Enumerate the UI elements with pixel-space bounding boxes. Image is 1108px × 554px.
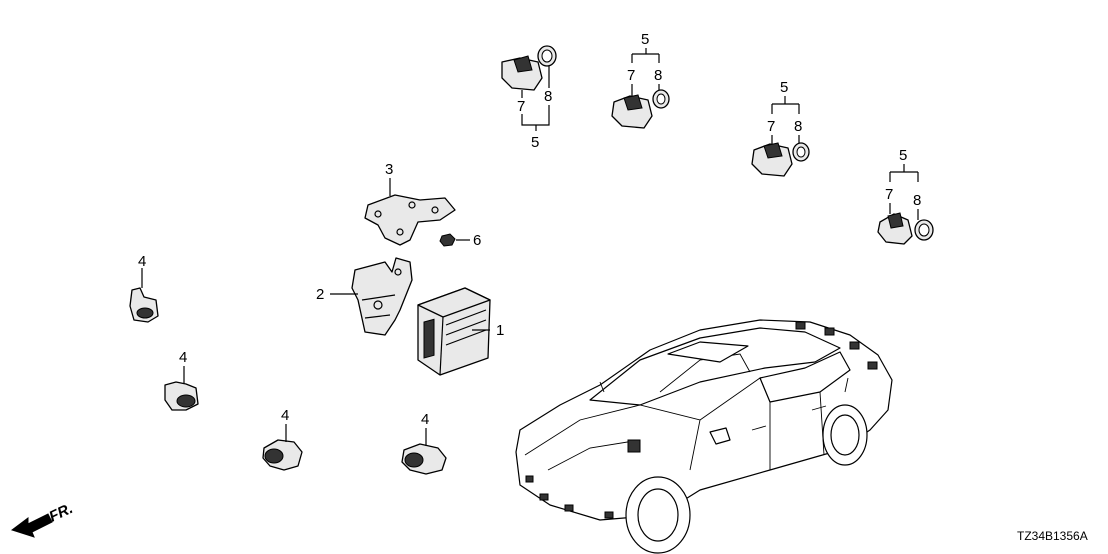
parking-sensor-1[interactable] — [129, 287, 159, 323]
callout-8-c-label: 8 — [794, 118, 802, 135]
callout-5-d-label: 5 — [899, 147, 907, 164]
callout-3: 3 — [385, 161, 393, 196]
callout-5-c-label: 5 — [780, 79, 788, 96]
sensor-ring-c[interactable] — [792, 142, 810, 162]
callout-6-label: 6 — [473, 232, 481, 249]
sensor-ring-b[interactable] — [652, 89, 670, 109]
callout-4-c-label: 4 — [281, 407, 289, 424]
callout-4-d: 4 — [421, 411, 429, 446]
diagram-code: TZ34B1356A — [1017, 529, 1088, 543]
callout-2-label: 2 — [316, 286, 324, 303]
callout-2: 2 — [316, 286, 358, 303]
callout-8-d-label: 8 — [913, 192, 921, 209]
callout-7-b-label: 7 — [627, 67, 635, 84]
callout-group-d: 5 7 8 — [885, 147, 921, 220]
callout-1-label: 1 — [496, 322, 504, 339]
front-direction-arrow: FR. — [10, 500, 76, 538]
callout-4-d-label: 4 — [421, 411, 429, 428]
callout-7-d-label: 7 — [885, 186, 893, 203]
front-arrow-label: FR. — [47, 500, 76, 526]
control-unit[interactable] — [417, 287, 491, 376]
callout-4-b-label: 4 — [179, 349, 187, 366]
unit-bracket[interactable] — [351, 257, 413, 336]
sensor-retainer-c[interactable] — [751, 142, 793, 177]
sensor-ring-a[interactable] — [537, 45, 557, 67]
sensor-ring-d[interactable] — [914, 219, 934, 241]
callout-4-a: 4 — [138, 253, 146, 288]
callout-3-label: 3 — [385, 161, 393, 178]
nut-6[interactable] — [439, 233, 456, 247]
mounting-bracket[interactable] — [364, 194, 456, 246]
parking-sensor-2[interactable] — [164, 381, 199, 411]
parking-sensor-4[interactable] — [401, 443, 447, 475]
callout-4-a-label: 4 — [138, 253, 146, 270]
callout-group-b: 5 7 8 — [627, 31, 662, 98]
callout-group-c: 5 7 8 — [767, 79, 802, 148]
callout-4-b: 4 — [179, 349, 187, 384]
callout-7-a-label: 7 — [517, 98, 525, 115]
callout-1: 1 — [472, 322, 504, 339]
callout-6: 6 — [456, 232, 481, 249]
callout-4-c: 4 — [281, 407, 289, 442]
callout-5-a-label: 5 — [531, 134, 539, 151]
sensor-retainer-b[interactable] — [611, 94, 653, 129]
callout-group-a: 7 8 5 — [517, 66, 552, 151]
callout-7-c-label: 7 — [767, 118, 775, 135]
parking-sensor-3[interactable] — [262, 439, 303, 471]
callout-5-b-label: 5 — [641, 31, 649, 48]
callout-8-b-label: 8 — [654, 67, 662, 84]
sensor-retainer-a[interactable] — [501, 55, 543, 91]
callout-8-a-label: 8 — [544, 88, 552, 105]
sensor-retainer-d[interactable] — [877, 212, 913, 245]
vehicle-illustration — [515, 319, 893, 554]
